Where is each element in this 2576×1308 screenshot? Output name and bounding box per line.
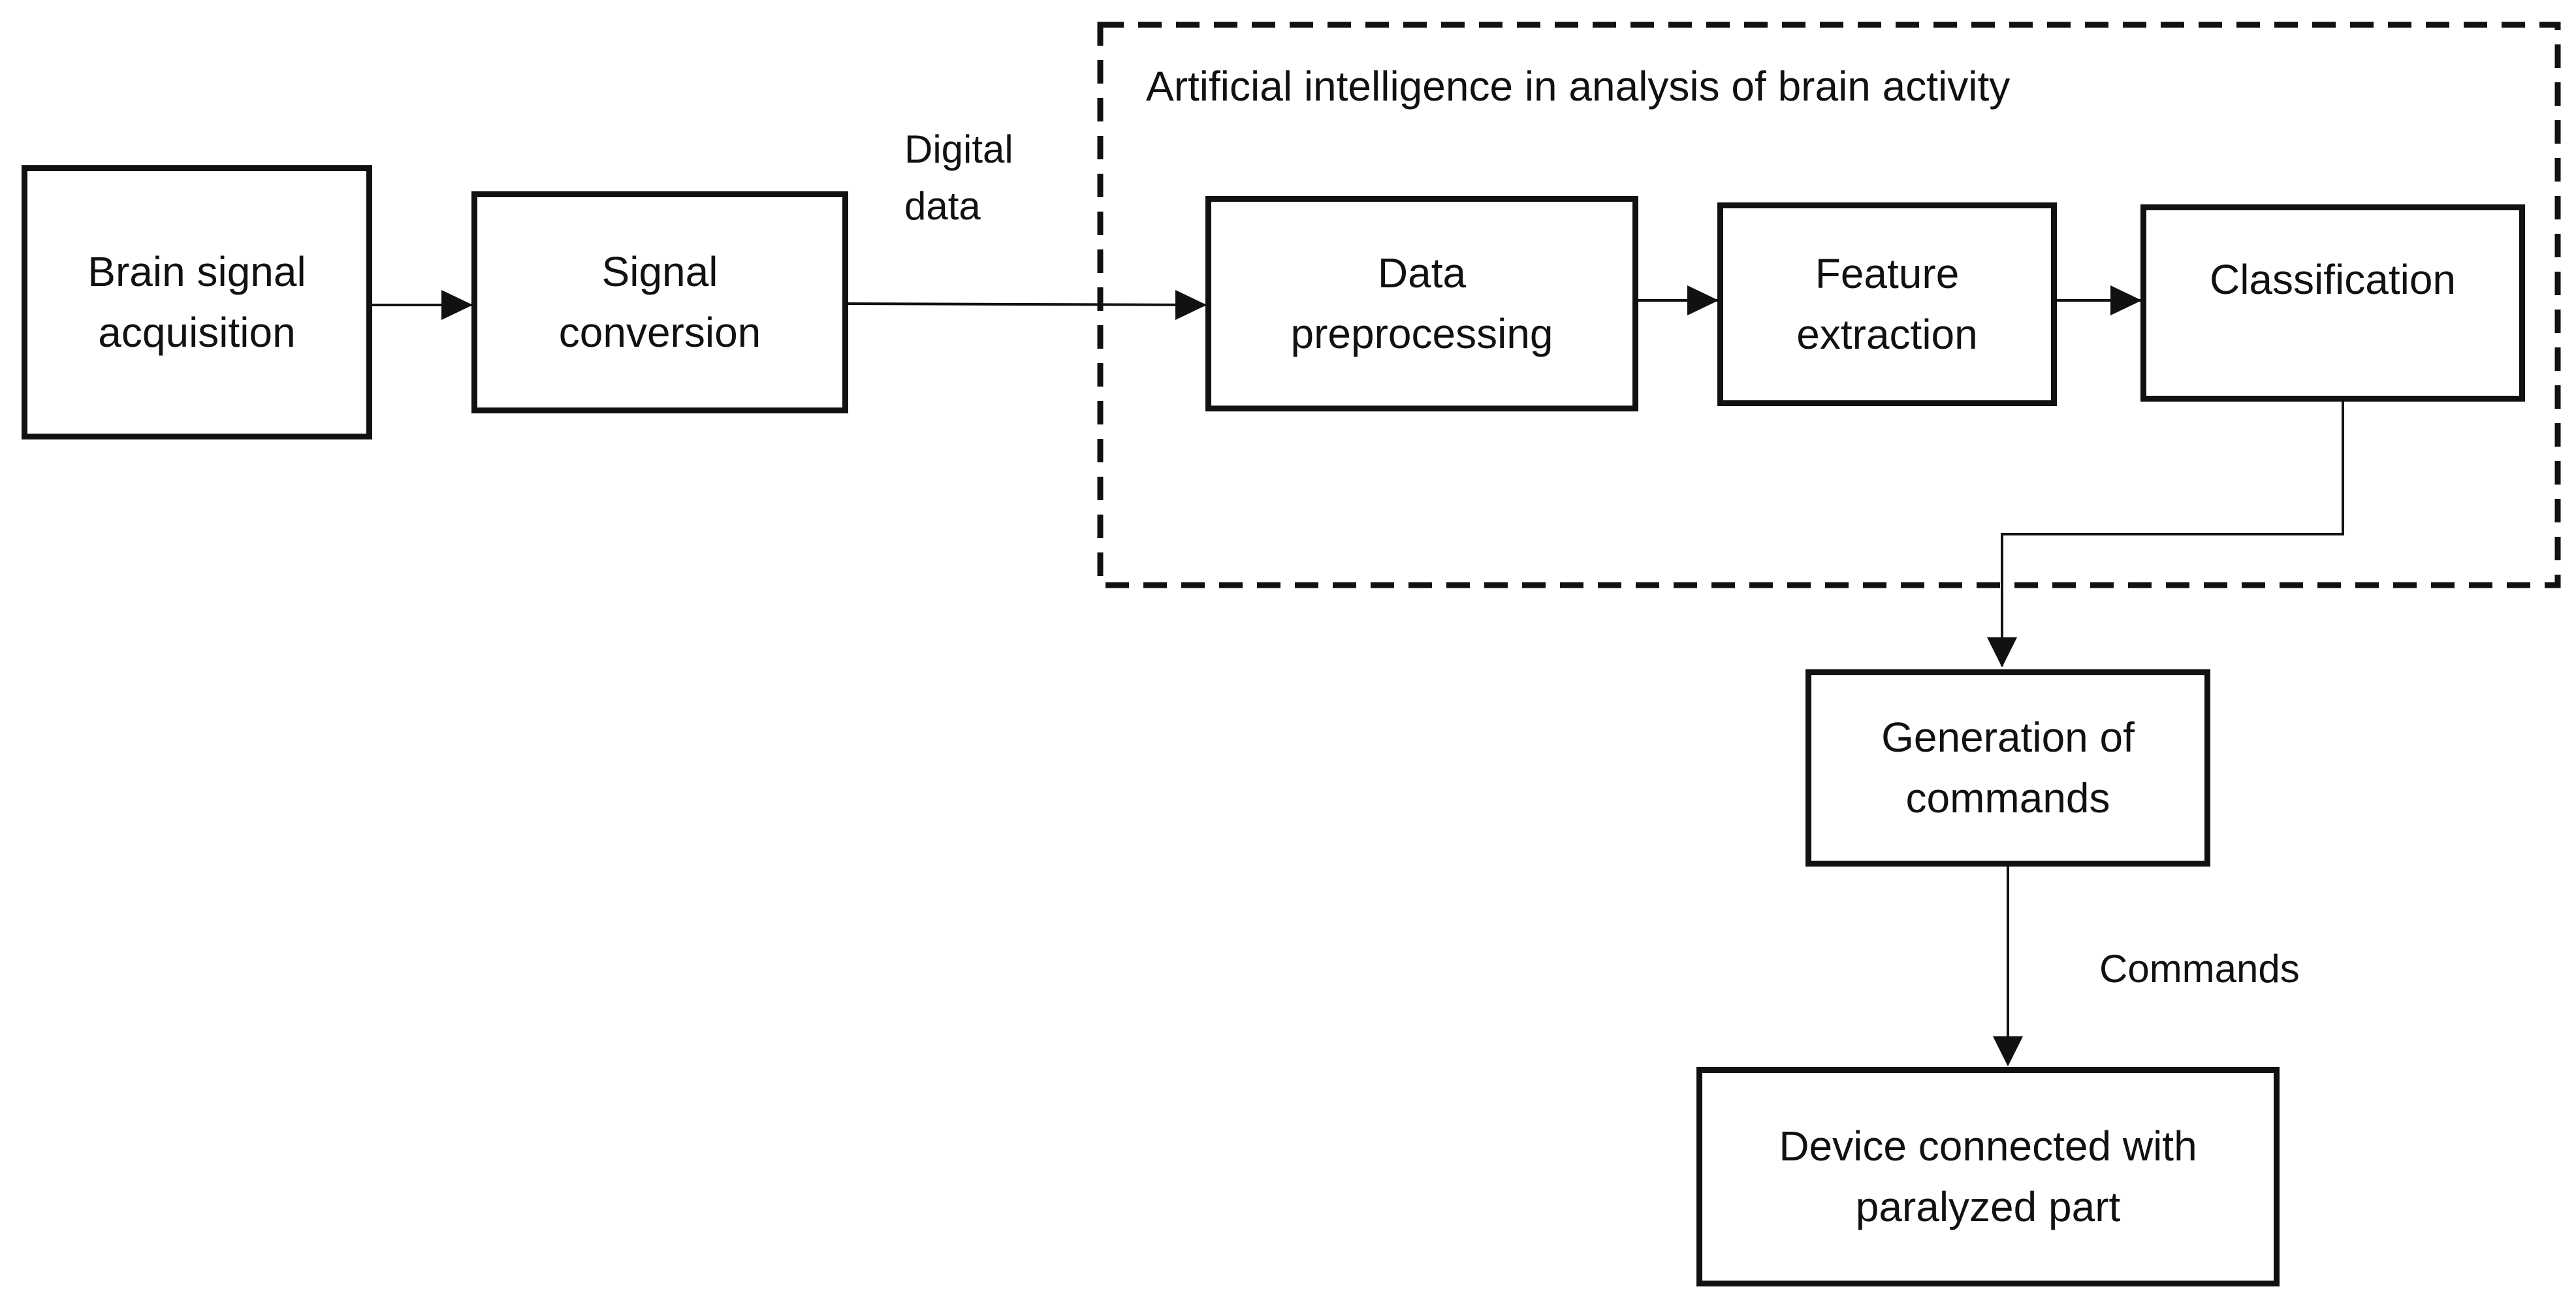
arrowhead-commands-to-device bbox=[1993, 1036, 2023, 1066]
arrow-classification-to-commands bbox=[2001, 400, 2344, 666]
arrowhead-conversion-to-preprocessing bbox=[1175, 290, 1207, 320]
ai-group-title: Artificial intelligence in analysis of b… bbox=[1146, 63, 2011, 110]
node-device-connected: Device connected with paralyzed part bbox=[1696, 1067, 2280, 1286]
node-generation-of-commands: Generation of commands bbox=[1805, 669, 2210, 867]
node-signal-conversion: Signal conversion bbox=[471, 191, 848, 413]
edge-label-commands: Commands bbox=[2099, 947, 2300, 991]
arrowhead-preprocessing-to-feature bbox=[1687, 285, 1719, 315]
edge-label-digital-data: Digital data bbox=[904, 127, 1013, 228]
arrowhead-classification-to-commands bbox=[1987, 637, 2017, 667]
arrowhead-feature-to-classification bbox=[2110, 285, 2142, 315]
node-brain-signal-acquisition: Brain signal acquisition bbox=[22, 165, 372, 439]
arrowhead-acquisition-to-conversion bbox=[441, 290, 473, 320]
arrow-conversion-to-preprocessing bbox=[846, 302, 1207, 306]
node-data-preprocessing: Data preprocessing bbox=[1205, 196, 1638, 411]
node-classification: Classification bbox=[2140, 204, 2525, 402]
node-feature-extraction: Feature extraction bbox=[1717, 202, 2057, 406]
